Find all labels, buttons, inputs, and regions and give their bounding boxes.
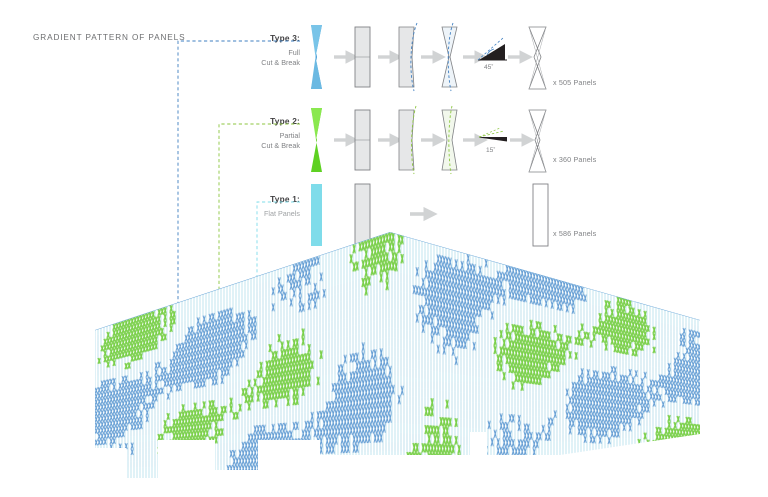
facade-elevation [95, 232, 700, 478]
type1-source-panel [311, 184, 322, 246]
type3-process-row [311, 22, 547, 92]
type2-broken-panel [441, 105, 458, 175]
page-title: GRADIENT PATTERN OF PANELS [33, 33, 186, 42]
type1-subtitle-line1: Flat Panels [264, 209, 300, 218]
type-label-type1: Type 1: Flat Panels [168, 194, 300, 219]
connector-type1 [256, 201, 300, 282]
type1-panel-count: x 586 Panels [553, 229, 597, 238]
type-label-type2: Type 2: Partial Cut & Break [168, 116, 300, 152]
type3-broken-panel [441, 22, 458, 92]
type1-result-panel [532, 183, 549, 247]
type2-angle-diagram [478, 127, 508, 142]
type3-source-panel [311, 25, 322, 89]
type3-cut-panel [398, 22, 418, 92]
type2-process-row [311, 105, 547, 175]
type2-subtitle-line2: Cut & Break [261, 141, 300, 151]
type3-flat-panel [354, 26, 371, 88]
connector-lines [177, 40, 300, 320]
connector-type3 [177, 40, 300, 320]
type2-source-panel [311, 108, 322, 172]
type3-angle-diagram [477, 37, 507, 61]
type2-subtitle-line1: Partial [279, 131, 300, 140]
type2-heading: Type 2: [270, 116, 300, 126]
connector-type2 [218, 123, 300, 300]
type3-panel-count: x 505 Panels [553, 78, 597, 87]
type3-subtitle-line1: Full [288, 48, 300, 57]
type3-subtitle-line2: Cut & Break [261, 58, 300, 68]
type-label-type3: Type 3: Full Cut & Break [168, 33, 300, 69]
type2-angle-label: 15˚ [486, 147, 496, 154]
type1-process-row [311, 183, 549, 247]
type3-heading: Type 3: [270, 33, 300, 43]
type2-flat-panel [354, 109, 371, 171]
type2-cut-panel [398, 105, 417, 175]
type2-panel-count: x 360 Panels [553, 155, 597, 164]
type3-angle-label: 45˚ [484, 64, 494, 71]
type1-heading: Type 1: [270, 194, 300, 204]
type2-result-panel [528, 109, 547, 173]
type1-flat-panel [354, 183, 371, 247]
type3-result-panel [528, 26, 547, 90]
